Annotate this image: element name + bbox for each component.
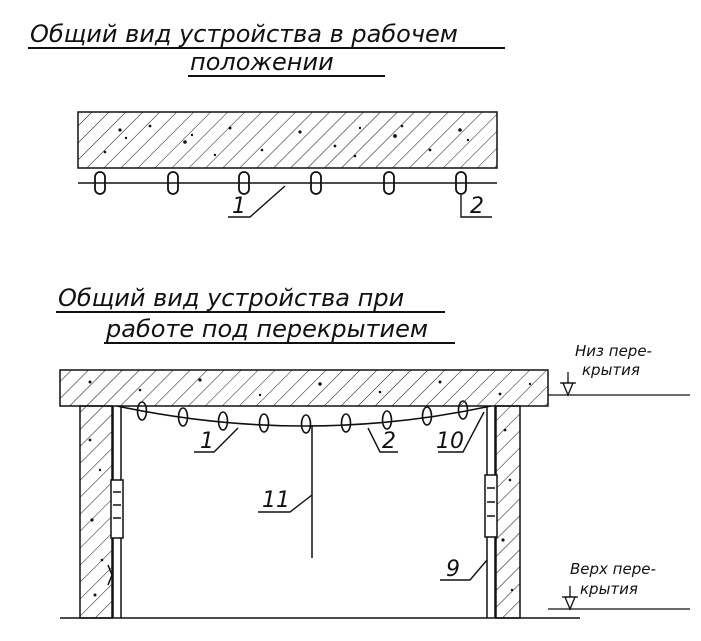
- floor-level-mark: Верх пере- крытия: [548, 560, 690, 611]
- top-view: Общий вид устройства в рабочем положении: [28, 20, 505, 219]
- ring: [310, 171, 322, 195]
- top-rings: [94, 171, 467, 195]
- ring: [258, 413, 270, 433]
- top-title-line1: Общий вид устройства в рабочем: [30, 20, 458, 48]
- bottom-label-11: 11: [262, 488, 290, 513]
- ceiling-level-mark: Низ пере- крытия: [548, 342, 690, 397]
- top-concrete-slab: [77, 111, 498, 169]
- ring: [94, 171, 106, 195]
- bottom-rings: [136, 400, 469, 434]
- ring: [217, 411, 229, 431]
- bottom-leader-9: [440, 559, 488, 581]
- ring: [457, 400, 469, 420]
- bottom-leader-2: [367, 427, 398, 453]
- bottom-cable: [116, 405, 492, 427]
- bottom-label-2: 2: [382, 429, 396, 454]
- left-wall: [79, 405, 113, 619]
- ring: [455, 171, 467, 195]
- ring: [421, 406, 433, 426]
- top-leader-1: [228, 185, 286, 218]
- ceiling-note-line2: крытия: [582, 361, 640, 379]
- ring: [177, 407, 189, 427]
- bottom-leader-10: [438, 411, 485, 453]
- floor-note-line2: крытия: [580, 580, 638, 598]
- bottom-label-10: 10: [436, 429, 464, 454]
- bottom-label-9: 9: [446, 557, 460, 582]
- ring: [383, 171, 395, 195]
- ceiling-note-line1: Низ пере-: [575, 342, 652, 360]
- top-leader-2: [460, 195, 492, 218]
- top-label-2: 2: [470, 194, 484, 219]
- ring: [136, 401, 148, 421]
- ring: [340, 413, 352, 433]
- right-post: [484, 406, 498, 618]
- bottom-leader-1: [194, 427, 239, 453]
- bottom-title-line1: Общий вид устройства при: [58, 284, 404, 312]
- ring: [167, 171, 179, 195]
- ceiling-slab: [59, 369, 549, 407]
- ring: [381, 410, 393, 430]
- floor-note-line1: Верх пере-: [570, 560, 656, 578]
- ring: [238, 171, 250, 195]
- left-post: [107, 406, 124, 618]
- bottom-title-line2: работе под перекрытием: [105, 315, 428, 343]
- bottom-view: Общий вид устройства при работе под пере…: [56, 284, 690, 619]
- ring: [300, 414, 312, 434]
- bottom-label-1: 1: [200, 429, 214, 454]
- right-wall: [495, 405, 521, 619]
- top-label-1: 1: [232, 194, 246, 219]
- bottom-leader-11: [258, 494, 313, 513]
- top-title-line2: положении: [190, 48, 334, 76]
